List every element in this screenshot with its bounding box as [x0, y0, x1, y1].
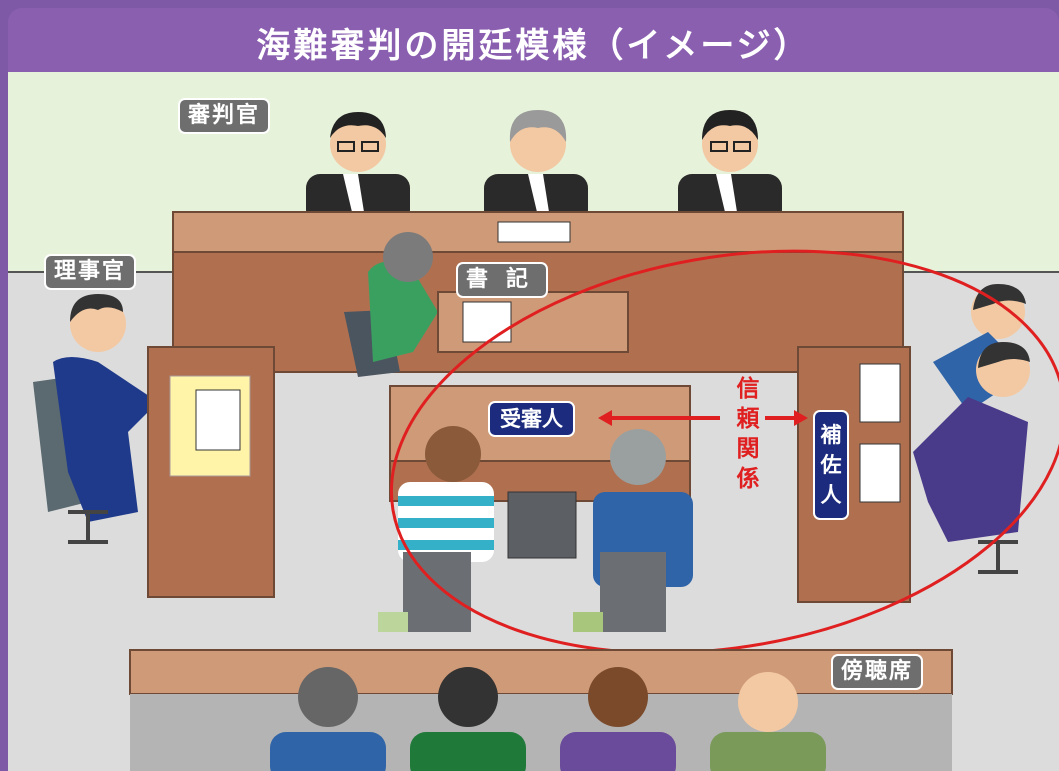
label-clerk: 書記 — [458, 264, 547, 296]
label-counsel-char: 佐 — [820, 453, 842, 477]
examiner — [33, 294, 158, 544]
trust-char: 関 — [736, 436, 760, 462]
label-gallery: 傍聴席 — [833, 656, 922, 688]
label-examiner: 理事官 — [46, 256, 135, 288]
clerk — [344, 232, 438, 377]
audience-3 — [560, 667, 676, 771]
defendant-gray-hair — [573, 429, 693, 632]
label-counsel-char: 人 — [820, 483, 842, 507]
trust-char: 頼 — [736, 406, 760, 432]
audience-2 — [410, 667, 526, 771]
counsel-paper-2 — [859, 443, 901, 503]
courtroom-scene: 審判官 理事官 書記 傍聴席 受審人 補 佐 人 信 頼 関 係 — [8, 72, 1059, 771]
audience-4 — [710, 672, 826, 771]
defendant-striped — [378, 426, 494, 632]
examiner-paper — [195, 389, 241, 451]
gallery-area — [130, 694, 952, 771]
label-defendant: 受審人 — [490, 403, 573, 435]
trust-relationship-label: 信 頼 関 係 — [728, 374, 768, 494]
page-title: 海難審判の開廷模様（イメージ） — [256, 26, 811, 66]
label-counsel-char: 補 — [820, 423, 842, 447]
trust-char: 信 — [736, 376, 760, 402]
clerk-paper — [462, 301, 512, 343]
arrow-head-left — [598, 410, 612, 426]
title-bar: 海難審判の開廷模様（イメージ） — [8, 8, 1059, 74]
counsel-front — [913, 342, 1030, 574]
trust-char: 係 — [736, 466, 760, 492]
empty-chair — [507, 491, 577, 559]
arrow-head-right — [794, 410, 808, 426]
courtroom-drawing — [8, 72, 1059, 771]
relationship-ellipse — [389, 249, 1059, 655]
label-judges: 審判官 — [180, 100, 269, 132]
label-counsel: 補 佐 人 — [815, 412, 847, 518]
gallery-rail — [129, 649, 953, 695]
judge-right — [678, 110, 782, 224]
nameplate — [497, 221, 571, 243]
audience-1 — [270, 667, 386, 771]
counsel-paper-1 — [859, 363, 901, 423]
